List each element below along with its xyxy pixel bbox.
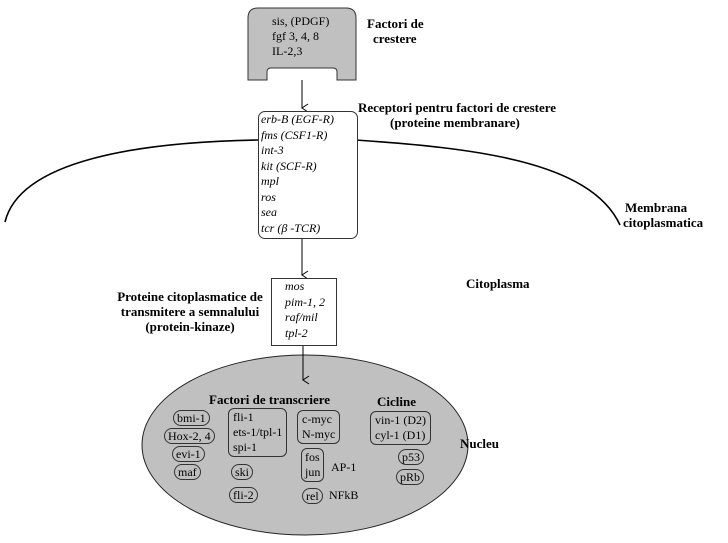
- transcription-factors-title: Factori de transcriere: [209, 392, 331, 407]
- kinase-list: mos pim-1, 2 raf/mil tpl-2: [285, 279, 325, 341]
- growth-factor-item: fgf 3, 4, 8: [272, 29, 319, 43]
- gene-pill: evi-1: [172, 446, 205, 462]
- kinase-box: [271, 278, 337, 346]
- gene-pill: maf: [174, 464, 201, 480]
- receptor-item: mpl: [261, 174, 279, 188]
- growth-factor-item: IL-2,3: [272, 44, 303, 58]
- receptor-item: tcr (β -TCR): [261, 220, 321, 235]
- kinase-item: tpl-2: [285, 325, 308, 340]
- myc-group-box: c-myc N-myc: [297, 410, 341, 444]
- kinase-item: mos: [285, 279, 305, 293]
- ets-group-box: fli-1 ets-1/tpl-1 spi-1: [228, 408, 288, 457]
- receptor-item: kit (SCF-R): [261, 158, 317, 173]
- cell-membrane-line: [4, 139, 259, 223]
- nucleus-label: Nucleu: [460, 436, 499, 451]
- cyclins-title: Cicline: [377, 394, 416, 409]
- kinase-item: raf/mil: [285, 310, 318, 324]
- gene-pill: bmi-1: [173, 410, 210, 426]
- receptor-box: [258, 111, 358, 239]
- nfkb-label: NFkB: [329, 488, 359, 502]
- cytoplasm-label: Citoplasma: [466, 276, 530, 291]
- kinase-item: pim-1, 2: [285, 294, 325, 309]
- gene-pill: Hox-2, 4: [164, 428, 215, 444]
- gene-pill: ski: [231, 464, 254, 480]
- membrane-label: Membrana citoplasmatica: [623, 200, 704, 230]
- ap1-label: AP-1: [331, 460, 357, 474]
- receptor-item: int-3: [261, 143, 284, 157]
- receptor-item: erb-B (EGF-R): [261, 112, 334, 126]
- growth-factors-shape: [247, 7, 357, 81]
- receptors-label: Receptori pentru factori de crestere (pr…: [358, 100, 557, 130]
- growth-factors-label: Factori de crestere: [367, 16, 424, 46]
- receptor-item: sea: [261, 205, 277, 219]
- cyclin-group-box: vin-1 (D2) cyl-1 (D1): [370, 411, 431, 445]
- gene-pill: pRb: [396, 469, 425, 485]
- cell-membrane-line: [355, 139, 621, 226]
- kinases-label: Proteine citoplasmatice de transmitere a…: [117, 289, 263, 334]
- gene-pill: rel: [302, 488, 323, 504]
- receptor-item: ros: [261, 189, 276, 204]
- growth-factor-item: sis, (PDGF): [272, 14, 330, 28]
- receptor-list: erb-B (EGF-R) fms (CSF1-R) int-3 kit (SC…: [261, 112, 334, 236]
- receptor-item: fms (CSF1-R): [261, 127, 328, 142]
- gene-pill: fli-2: [229, 487, 258, 503]
- gene-pill: p53: [398, 449, 424, 465]
- nucleus-ellipse: [141, 354, 469, 536]
- ap1-group-box: fos jun: [301, 448, 325, 482]
- growth-factor-list: sis, (PDGF) fgf 3, 4, 8 IL-2,3: [272, 14, 329, 59]
